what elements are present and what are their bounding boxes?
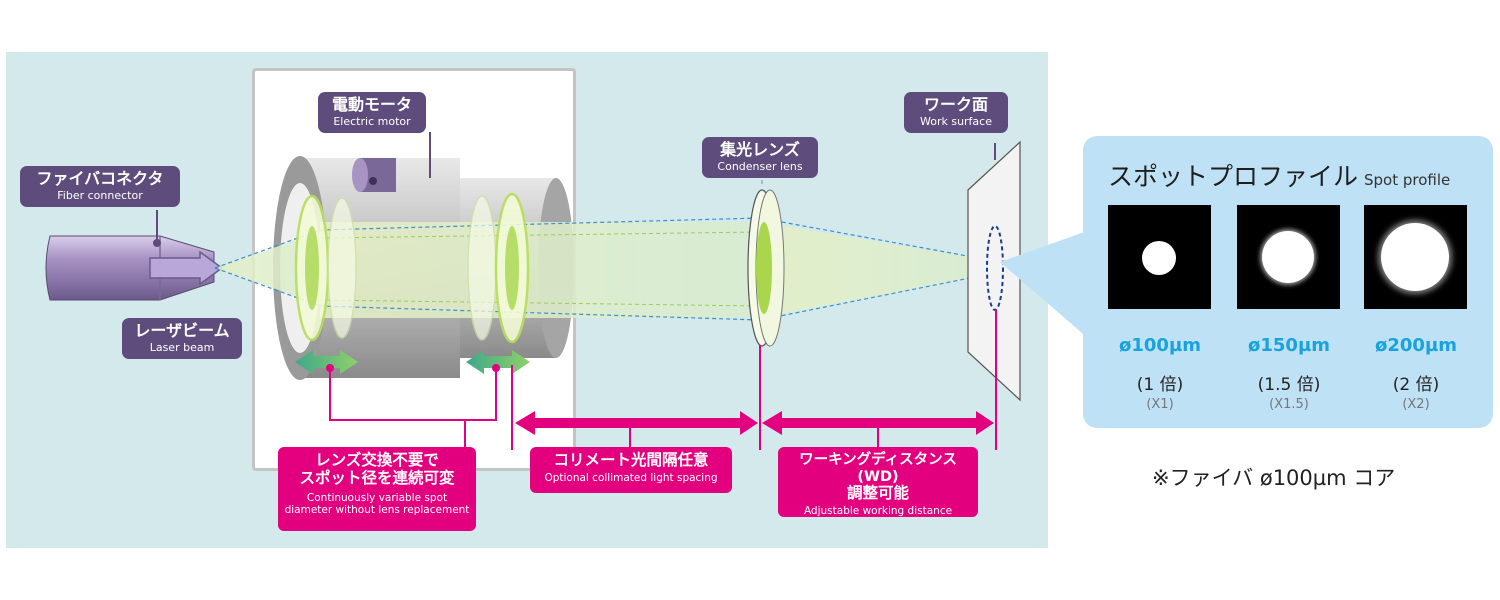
lens-free-en-1: Continuously variable spot: [306, 491, 448, 504]
work-label-ja: ワーク面: [923, 95, 988, 114]
spot-dot-small: [1142, 241, 1176, 275]
electric-motor-label: 電動モータ Electric motor: [318, 92, 426, 133]
motor-pointer-dot: [369, 177, 377, 185]
motor-label-en: Electric motor: [333, 114, 411, 128]
fiber-core-footnote: ※ファイバ ø100µm コア: [1152, 466, 1396, 490]
work-surface-plate: [967, 140, 1021, 402]
condenser-lens: [747, 180, 785, 347]
fiber-label-ja: ファイバコネクタ: [36, 169, 164, 188]
condenser-label-en: Condenser lens: [717, 159, 803, 173]
dimension-lines: [329, 310, 997, 450]
lens-adjust-arrows: [295, 350, 530, 374]
spot-profile-title: スポットプロファイル Spot profile: [1108, 157, 1450, 193]
laser-label-en: Laser beam: [149, 340, 215, 354]
collimated-feature-box: コリメート光間隔任意 Optional collimated light spa…: [530, 447, 732, 493]
spot-image-x1-5: [1237, 205, 1340, 309]
wd-en: Adjustable working distance: [803, 505, 953, 518]
wd-feature-box: ワーキングディスタンス(WD) 調整可能 Adjustable working …: [778, 447, 978, 517]
spot-title-ja: スポットプロファイル: [1108, 162, 1359, 191]
spot-dot-medium: [1262, 231, 1314, 283]
lens-free-feature-box: レンズ交換不要で スポット径を連続可変 Continuously variabl…: [278, 447, 476, 531]
laser-beam-cone: [214, 217, 1001, 321]
fiber-connector-label: ファイバコネクタ Fiber connector: [20, 166, 180, 207]
condenser-label-ja: 集光レンズ: [720, 140, 800, 159]
laser-beam-label: レーザビーム Laser beam: [122, 318, 242, 359]
collimated-ja: コリメート光間隔任意: [553, 451, 709, 469]
work-surface-label: ワーク面 Work surface: [904, 92, 1008, 133]
spot-mult-1: (1 倍): [1136, 375, 1184, 395]
spot-image-x2: [1364, 205, 1467, 309]
spot-size-2: ø150µm: [1248, 335, 1330, 356]
condenser-lens-label: 集光レンズ Condenser lens: [702, 137, 818, 178]
work-label-en: Work surface: [919, 114, 992, 128]
spot-dot-large: [1381, 223, 1449, 291]
spot-x-1: (X1): [1146, 397, 1174, 412]
spot-size-3: ø200µm: [1375, 335, 1457, 356]
spot-size-1: ø100µm: [1119, 335, 1201, 356]
spot-callout: [1000, 230, 1090, 340]
spot-mult-2: (1.5 倍): [1257, 375, 1321, 395]
laser-direction-arrow: [149, 250, 224, 286]
wd-ja-1: ワーキングディスタンス(WD): [799, 452, 957, 485]
wd-ja-2: 調整可能: [846, 484, 909, 503]
collimated-en: Optional collimated light spacing: [544, 471, 718, 484]
fiber-connector: [45, 210, 224, 301]
fiber-label-en: Fiber connector: [57, 188, 143, 202]
movable-lenses: [294, 192, 530, 344]
spot-image-x1: [1108, 205, 1211, 309]
laser-label-ja: レーザビーム: [134, 321, 230, 340]
motor-label-ja: 電動モータ: [331, 95, 412, 114]
spot-x-3: (X2): [1402, 397, 1430, 412]
spot-x-2: (X1.5): [1269, 397, 1309, 412]
spot-mult-3: (2 倍): [1392, 375, 1440, 395]
lens-free-ja-2: スポット径を連続可変: [299, 468, 455, 487]
lens-free-ja-1: レンズ交換不要で: [315, 451, 439, 469]
dimension-arrows: [326, 364, 994, 435]
spot-title-en: Spot profile: [1364, 171, 1451, 189]
lens-free-en-2: diameter without lens replacement: [284, 503, 470, 516]
